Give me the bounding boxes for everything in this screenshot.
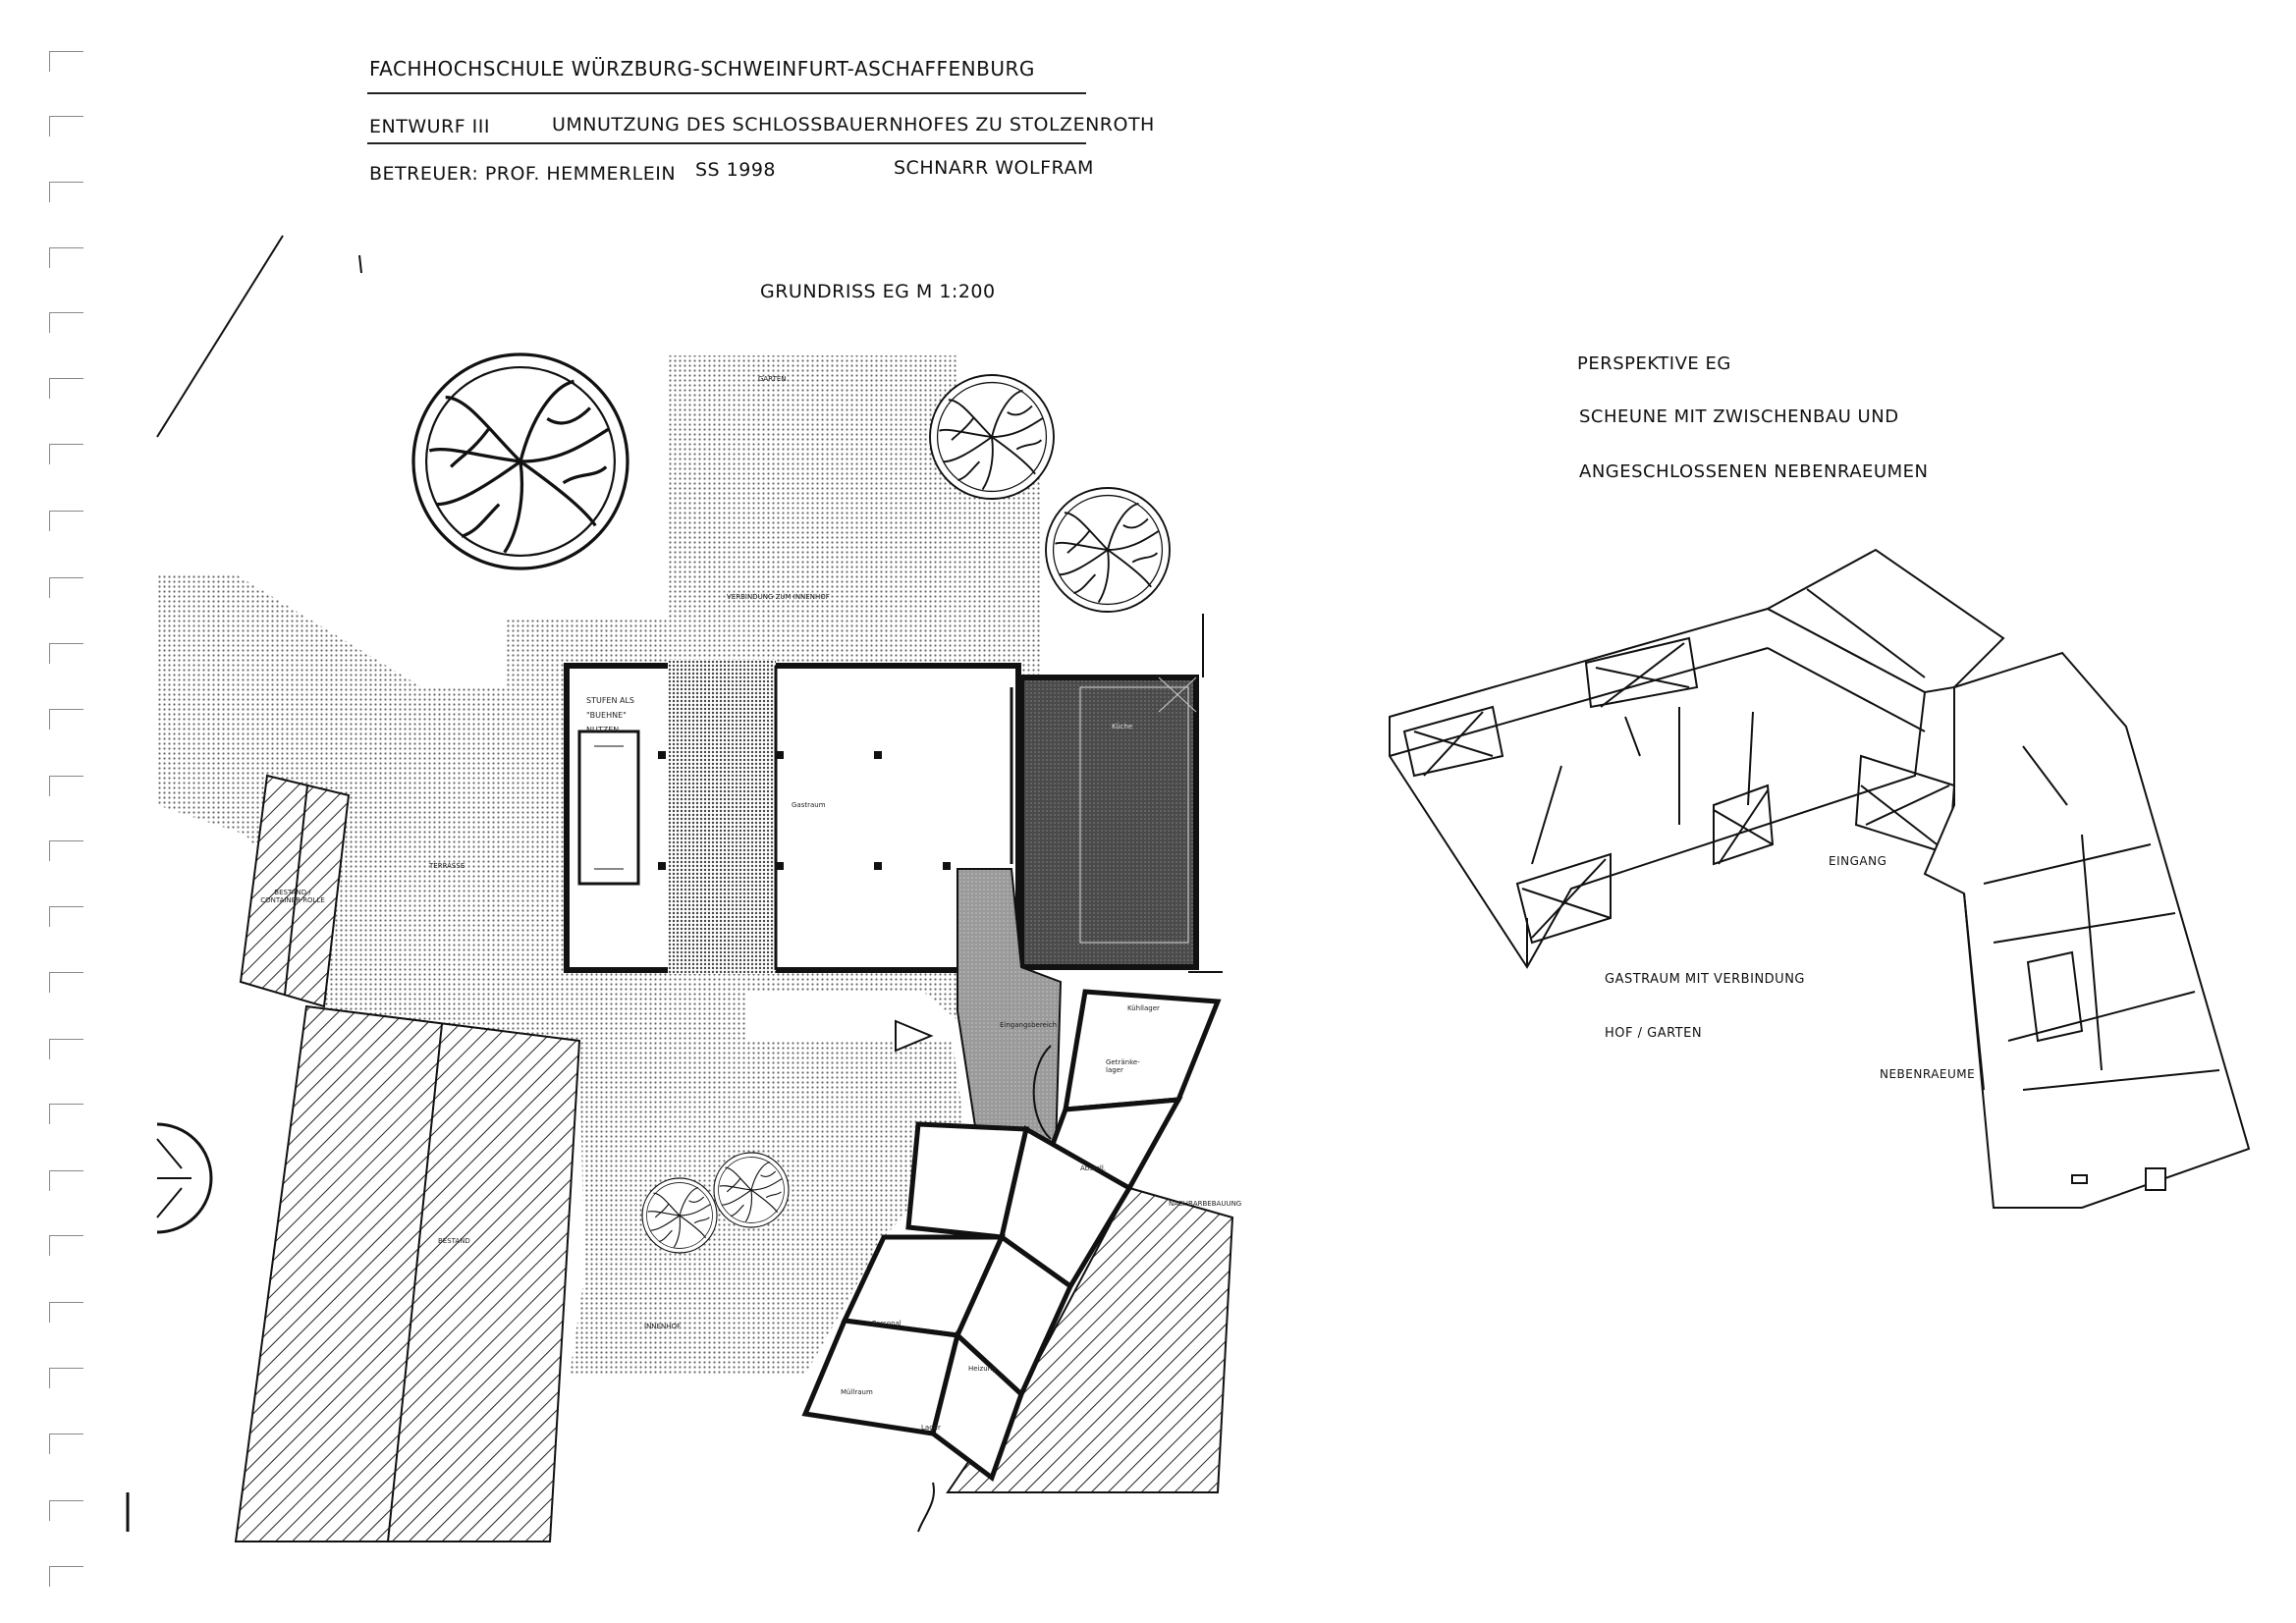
label-verbindung: VERBINDUNG ZUM INNENHOF	[727, 593, 830, 601]
label-personal: Personal	[872, 1320, 902, 1327]
label-bestand-top: BESTAND / CONTAINER-ROLLE	[260, 889, 325, 904]
advisor: BETREUER: PROF. HEMMERLEIN	[369, 163, 677, 185]
label-nachbar: NACHBARBEBAUUNG	[1169, 1200, 1242, 1208]
label-gastraum: Gastraum	[792, 801, 826, 809]
title-rule-2	[367, 142, 1086, 144]
label-muellraum: Müllraum	[841, 1388, 873, 1396]
perspective-heading-1: PERSPEKTIVE EG	[1577, 353, 1731, 374]
label-gastraum-1: GASTRAUM MIT VERBINDUNG	[1605, 972, 1805, 987]
label-lager: Lager	[921, 1424, 941, 1432]
label-gastraum-2: HOF / GARTEN	[1605, 1026, 1703, 1041]
label-stufen: STUFEN ALS "BUEHNE" NUTZEN	[586, 696, 635, 734]
author: SCHNARR WOLFRAM	[894, 157, 1094, 179]
label-terrasse: TERRASSE	[429, 862, 465, 870]
label-kueche: Küche	[1112, 723, 1133, 730]
label-bestand: BESTAND	[438, 1237, 470, 1245]
project-id: ENTWURF III	[369, 116, 490, 137]
perspective-heading-2: SCHEUNE MIT ZWISCHENBAU UND	[1579, 406, 1899, 427]
project-title: UMNUTZUNG DES SCHLOSSBAUERNHOFES ZU STOL…	[552, 114, 1155, 135]
label-kuehllager: Kühllager	[1127, 1004, 1160, 1012]
title-rule-1	[367, 92, 1086, 94]
label-abstell: Abstell.	[1080, 1164, 1107, 1172]
perspective-heading-3: ANGESCHLOSSENEN NEBENRAEUMEN	[1579, 461, 1929, 482]
label-nebenraeume: NEBENRAEUME	[1880, 1067, 1976, 1081]
label-heizung: Heizung	[968, 1365, 997, 1373]
label-eingangsbereich: Eingangsbereich	[1000, 1021, 1058, 1029]
label-eingang: EINGANG	[1829, 854, 1887, 868]
semester: SS 1998	[695, 159, 777, 181]
plan-title: GRUNDRISS EG M 1:200	[760, 281, 996, 302]
label-getraenkelager: Getränke-lager	[1106, 1058, 1140, 1074]
label-innenhof: INNENHOF	[644, 1323, 681, 1330]
school-name: FACHHOCHSCHULE WÜRZBURG-SCHWEINFURT-ASCH…	[369, 57, 1035, 81]
label-garten: GARTEN	[758, 375, 787, 383]
